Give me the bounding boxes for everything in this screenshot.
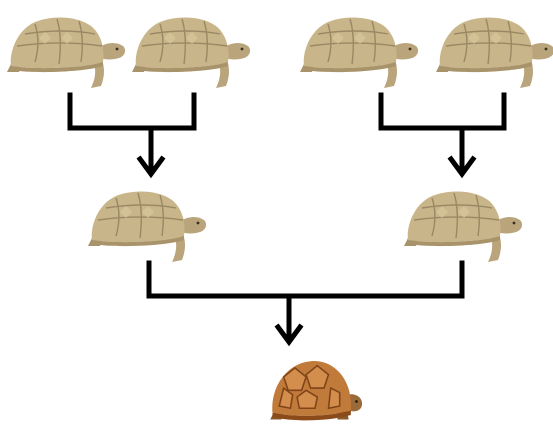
tortoise-gen1-d [435,16,553,89]
connector-gen2 [146,260,465,347]
connector-gen1-left [67,92,197,179]
tortoise-gen2-right [403,190,523,263]
tortoise-gen1-b [131,16,251,89]
tortoise-gen3-juvenile [269,360,363,422]
tortoise-gen2-left [87,190,207,263]
tortoise-gen1-a [6,16,126,89]
connector-gen1-right [378,92,507,179]
tortoise-gen1-c [299,16,419,89]
